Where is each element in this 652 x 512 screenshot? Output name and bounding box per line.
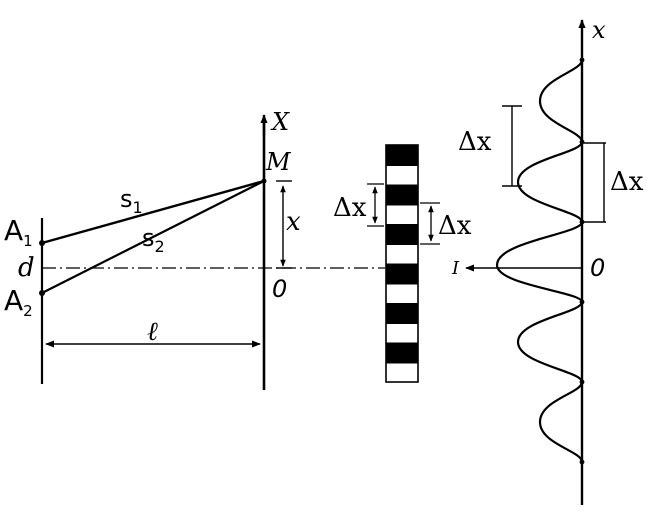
fringe-bands <box>386 145 418 364</box>
intensity-curve <box>495 59 584 463</box>
path-s2-label: s2 <box>142 224 165 256</box>
fringe-dark-band <box>386 303 418 324</box>
fringe-dark-band <box>386 263 418 285</box>
fringe-right-spacing-label: Δx <box>438 211 472 241</box>
point-m-dot <box>261 178 267 184</box>
intensity-right-spacing-label: Δx <box>610 167 644 197</box>
point-m-label: M <box>265 148 292 176</box>
source-a1-dot <box>39 240 45 246</box>
intensity-left-spacing-label: Δx <box>458 127 492 157</box>
intensity-i-label: I <box>451 258 460 279</box>
path-s2-ray <box>41 180 265 294</box>
intensity-minimum-dot <box>579 219 585 225</box>
intensity-minimum-dot <box>579 379 585 385</box>
screen-origin-label: 0 <box>272 275 287 303</box>
intensity-minimum-dot <box>579 459 585 465</box>
fringe-dark-band <box>386 224 418 245</box>
path-s1-label: s1 <box>120 185 143 217</box>
intensity-minima-dots <box>579 57 585 465</box>
fringe-dark-band <box>386 145 418 166</box>
offset-x-label: x <box>286 207 301 237</box>
source-a2-label: A2 <box>4 284 33 320</box>
intensity-minimum-dot <box>579 299 585 305</box>
intensity-x-axis-label: x <box>592 16 606 44</box>
screen-axis-label: X <box>270 108 290 136</box>
distance-l-label: ℓ <box>147 317 158 347</box>
source-a1-label: A1 <box>4 214 33 250</box>
intensity-plot: x I 0 Δx Δx <box>451 16 644 505</box>
source-geometry: X M 0 x A1 A2 d s1 s2 ℓ <box>4 108 385 390</box>
fringe-dark-band <box>386 184 418 206</box>
intensity-origin-label: 0 <box>590 254 605 282</box>
fringe-left-spacing-label: Δx <box>333 193 367 223</box>
separation-d-label: d <box>18 253 35 283</box>
intensity-minimum-dot <box>579 57 585 63</box>
path-s1-ray <box>41 179 265 245</box>
fringe-strip: Δx Δx <box>333 144 472 383</box>
fringe-dark-band <box>386 342 418 364</box>
intensity-minimum-dot <box>579 139 585 145</box>
source-a2-dot <box>39 290 45 296</box>
